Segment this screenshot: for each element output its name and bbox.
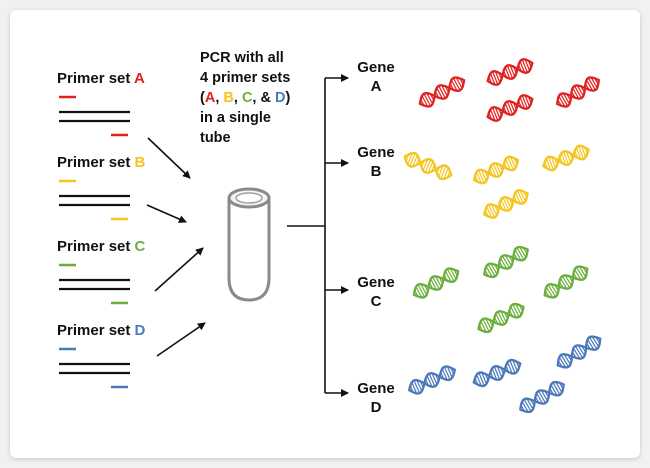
primer-set-d-graphic bbox=[59, 347, 130, 389]
arrow-to-tube bbox=[147, 137, 191, 179]
dna-helix-icon bbox=[472, 358, 522, 388]
pcr-description: PCR with all 4 primer sets (A, B, C, & D… bbox=[200, 50, 291, 146]
arrow-to-tube bbox=[146, 204, 187, 223]
dna-helix-icon bbox=[519, 380, 565, 414]
dna-helix-icon bbox=[412, 267, 460, 299]
gene-d-amplicons bbox=[408, 335, 602, 414]
dna-helix-icon bbox=[556, 76, 600, 108]
primer-letter-c: C bbox=[134, 238, 146, 255]
dna-helix-icon bbox=[418, 76, 466, 108]
pcr-tube-icon bbox=[227, 187, 271, 302]
primer-set-c-graphic bbox=[59, 263, 130, 305]
primer-letter-d: D bbox=[134, 322, 146, 339]
primer-set-c-label: Primer set C bbox=[57, 238, 146, 255]
dna-helix-icon bbox=[542, 144, 590, 172]
primer-set-b-graphic bbox=[59, 179, 130, 221]
primer-set-a-graphic bbox=[59, 95, 130, 137]
primer-set-a-label: Primer set A bbox=[57, 70, 145, 87]
dna-helix-icon bbox=[486, 94, 534, 122]
primer-arrows bbox=[146, 137, 206, 357]
dna-helix-icon bbox=[477, 302, 525, 334]
primer-letter-a: A bbox=[134, 70, 145, 87]
gene-b-amplicons bbox=[403, 144, 590, 219]
arrow-to-tube bbox=[154, 247, 204, 292]
dna-helix-icon bbox=[556, 335, 602, 369]
dna-helix-icon bbox=[472, 155, 520, 185]
gene-a-amplicons bbox=[418, 58, 600, 122]
pcr-primer-list: (A, B, C, & D) bbox=[200, 90, 291, 106]
arrow-to-tube bbox=[156, 322, 206, 357]
gene-branch-connector bbox=[287, 74, 349, 397]
dna-helix-icon bbox=[408, 365, 456, 395]
primer-set-b-label: Primer set B bbox=[57, 154, 146, 171]
dna-helix-icon bbox=[483, 189, 529, 219]
gene-c-amplicons bbox=[412, 245, 589, 334]
primer-letter-b: B bbox=[134, 154, 146, 171]
dna-helix-icon bbox=[483, 245, 529, 279]
primer-set-d-label: Primer set D bbox=[57, 322, 146, 339]
dna-helix-icon bbox=[403, 151, 453, 181]
dna-helix-icon bbox=[543, 265, 589, 299]
dna-helix-icon bbox=[486, 58, 534, 86]
